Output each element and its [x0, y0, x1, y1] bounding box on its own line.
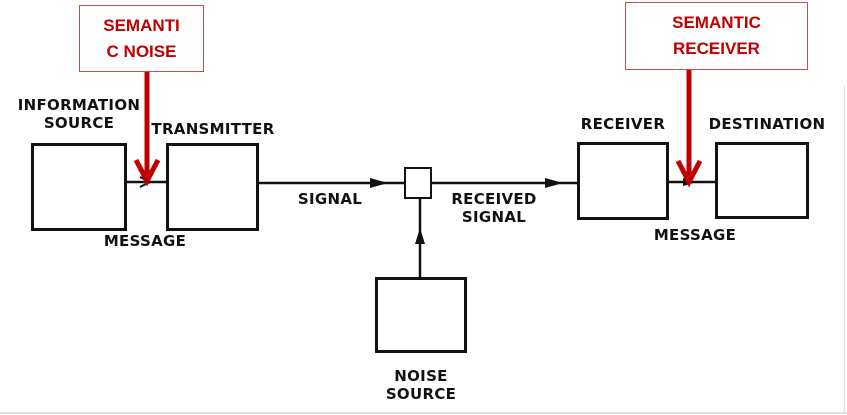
noise-junction-box: [404, 167, 432, 199]
semantic-noise-text: SEMANTI C NOISE: [103, 15, 180, 61]
destination-label: DESTINATION: [708, 115, 826, 133]
noise-arrow-head: [415, 228, 425, 244]
signal-label: SIGNAL: [297, 190, 363, 208]
semantic-receiver-arrow-head: [675, 159, 703, 188]
receiver-label: RECEIVER: [580, 115, 666, 133]
noise-source-label: NOISE SOURCE: [385, 367, 457, 403]
transmitter-box: [166, 143, 259, 231]
destination-box: [715, 142, 809, 219]
semantic-receiver-callout: SEMANTIC RECEIVER: [625, 2, 808, 70]
noise-source-box: [375, 277, 467, 353]
received-signal-arrow-head: [545, 178, 563, 188]
receiver-box: [577, 142, 669, 220]
received-signal-label: RECEIVED SIGNAL: [451, 190, 537, 226]
information-source-box: [31, 143, 127, 231]
frame-border-bottom: [0, 412, 847, 414]
semantic-receiver-text: SEMANTIC RECEIVER: [672, 13, 761, 58]
semantic-noise-arrow-head: [133, 158, 161, 187]
information-source-label: INFORMATION SOURCE: [17, 96, 141, 132]
signal-arrow-head: [370, 178, 388, 188]
message-label-right: MESSAGE: [653, 226, 737, 244]
semantic-noise-callout: SEMANTI C NOISE: [79, 5, 204, 72]
transmitter-label: TRANSMITTER: [151, 120, 275, 138]
message-label-left: MESSAGE: [103, 232, 187, 250]
frame-border-right: [844, 86, 845, 413]
